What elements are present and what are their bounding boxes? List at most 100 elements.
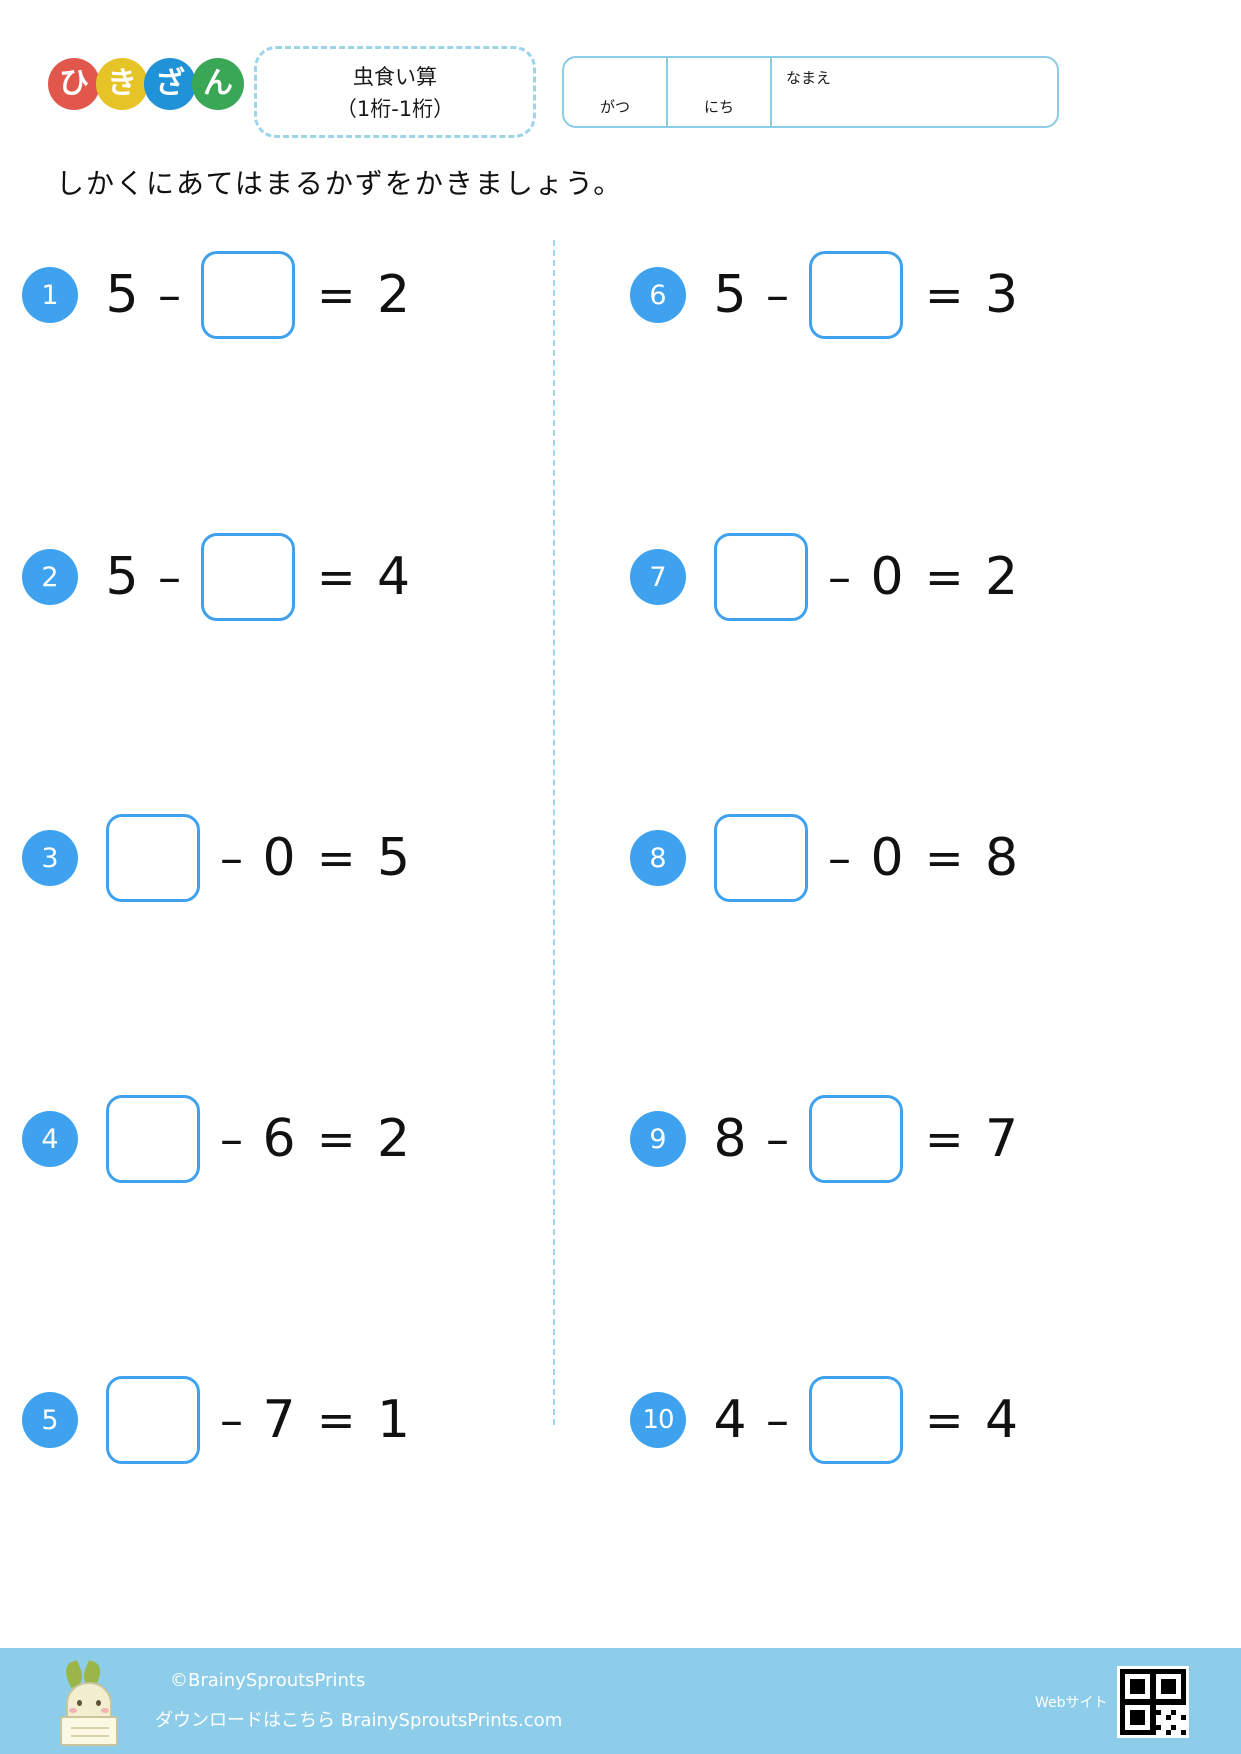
minus-sign: – [158, 268, 181, 322]
number-term: 5 [105, 547, 139, 607]
copyright-text: ©BrainySproutsPrints [170, 1670, 366, 1691]
number-term: 8 [713, 1109, 747, 1169]
problem-expression: –0=2 [710, 533, 1022, 621]
answer-blank-box[interactable] [106, 1376, 200, 1464]
mascot-cheek-left [69, 1708, 77, 1713]
equals-sign: = [317, 550, 356, 604]
mascot-eye-right [96, 1700, 101, 1706]
number-term: 0 [870, 828, 904, 888]
minus-sign: – [158, 550, 181, 604]
problem-expression: 5– = 2 [102, 251, 414, 339]
number-term: 2 [377, 265, 411, 325]
problem-row: 8 –0 = 8 [630, 808, 1183, 908]
day-field[interactable]: にち [668, 58, 772, 126]
answer-blank-box[interactable] [201, 533, 295, 621]
minus-sign: – [766, 1393, 789, 1447]
answer-blank-box[interactable] [809, 1376, 903, 1464]
answer-blank-box[interactable] [809, 251, 903, 339]
answer-blank-box[interactable] [809, 1095, 903, 1183]
equals-sign: = [925, 1393, 964, 1447]
instruction-text: しかくにあてはまるかずをかきましょう。 [56, 167, 624, 200]
number-term: 5 [713, 265, 747, 325]
problem-row: 7–0=2 [630, 527, 1183, 627]
number-term: 2 [377, 1109, 411, 1169]
problem-number-badge: 9 [630, 1111, 686, 1167]
answer-blank-box[interactable] [714, 533, 808, 621]
name-field[interactable]: なまえ [772, 58, 1057, 126]
month-label: がつ [599, 98, 630, 116]
equals-sign: = [317, 268, 356, 322]
date-name-box: がつ にち なまえ [562, 56, 1059, 128]
problem-number-badge: 2 [22, 549, 78, 605]
number-term: 7 [262, 1390, 296, 1450]
equals-sign: = [317, 1112, 356, 1166]
problem-expression: 5– = 4 [102, 533, 414, 621]
number-term: 5 [105, 265, 139, 325]
number-term: 4 [377, 547, 411, 607]
answer-blank-box[interactable] [201, 251, 295, 339]
worksheet-subtitle: （1桁-1桁） [335, 97, 455, 121]
number-term: 6 [262, 1109, 296, 1169]
page-header: ひ き ざ ん 虫食い算 （1桁-1桁） がつ にち なまえ [0, 0, 1241, 150]
logo-char-2: ざ [144, 58, 196, 110]
equals-sign: = [925, 550, 964, 604]
minus-sign: – [220, 1393, 243, 1447]
number-term: 3 [985, 265, 1019, 325]
problem-number-badge: 8 [630, 830, 686, 886]
column-divider [553, 240, 555, 1425]
name-label: なまえ [786, 69, 832, 87]
mascot-cheek-right [101, 1708, 109, 1713]
brand-logo: ひ き ざ ん [48, 58, 244, 110]
answer-blank-box[interactable] [106, 1095, 200, 1183]
problem-number-badge: 10 [630, 1392, 686, 1448]
logo-char-0: ひ [48, 58, 100, 110]
problem-expression: –7 = 1 [102, 1376, 414, 1464]
answer-blank-box[interactable] [714, 814, 808, 902]
page-footer: ©BrainySproutsPrints ダウンロードはこちら BrainySp… [0, 1648, 1241, 1754]
equals-sign: = [925, 268, 964, 322]
qr-code-pattern [1120, 1669, 1186, 1735]
worksheet-title-box: 虫食い算 （1桁-1桁） [254, 46, 536, 138]
minus-sign: – [828, 831, 851, 885]
number-term: 5 [377, 828, 411, 888]
answer-blank-box[interactable] [106, 814, 200, 902]
logo-char-1: き [96, 58, 148, 110]
download-text: ダウンロードはこちら BrainySproutsPrints.com [155, 1710, 563, 1731]
number-term: 2 [985, 547, 1019, 607]
problem-row: 5 –7 = 1 [22, 1370, 575, 1470]
minus-sign: – [220, 831, 243, 885]
minus-sign: – [828, 550, 851, 604]
problem-expression: 5–=3 [710, 251, 1022, 339]
mascot-paper [60, 1716, 118, 1746]
website-label: Webサイト [1035, 1695, 1108, 1711]
number-term: 8 [985, 828, 1019, 888]
number-term: 4 [985, 1390, 1019, 1450]
problem-expression: 4–=4 [710, 1376, 1022, 1464]
number-term: 4 [713, 1390, 747, 1450]
equals-sign: = [317, 831, 356, 885]
problem-expression: –6 = 2 [102, 1095, 414, 1183]
minus-sign: – [220, 1112, 243, 1166]
problem-number-badge: 5 [22, 1392, 78, 1448]
problem-number-badge: 4 [22, 1111, 78, 1167]
equals-sign: = [317, 1393, 356, 1447]
number-term: 7 [985, 1109, 1019, 1169]
equals-sign: = [925, 1112, 964, 1166]
problem-row: 4 –6 = 2 [22, 1089, 575, 1189]
problem-expression: –0=5 [102, 814, 414, 902]
number-term: 1 [377, 1390, 411, 1450]
equals-sign: = [925, 831, 964, 885]
problem-number-badge: 1 [22, 267, 78, 323]
mascot-eye-left [77, 1700, 82, 1706]
problem-row: 3–0=5 [22, 808, 575, 908]
qr-code[interactable] [1117, 1666, 1189, 1738]
month-field[interactable]: がつ [564, 58, 668, 126]
